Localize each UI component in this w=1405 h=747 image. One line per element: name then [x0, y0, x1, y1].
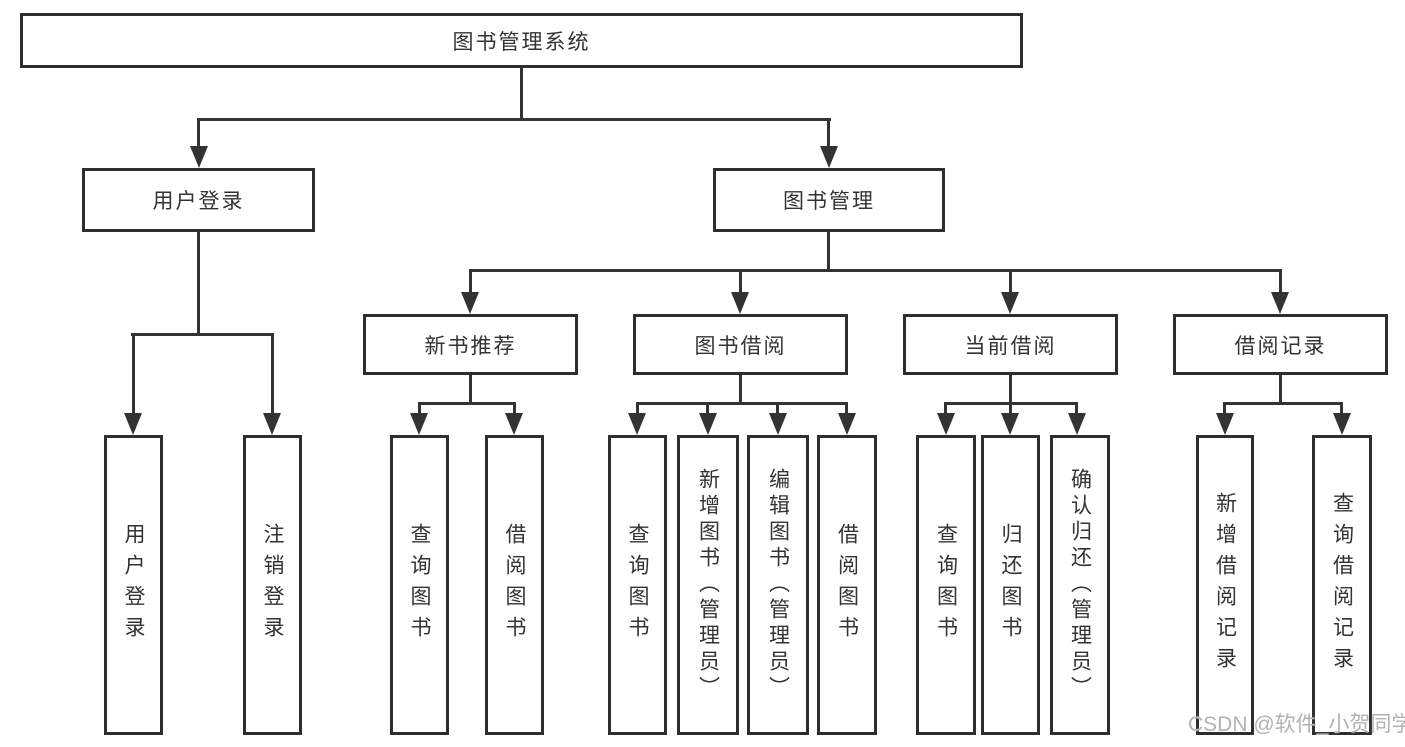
leaf-borrow-books-borrowing-label: 借阅图书 — [835, 523, 859, 647]
arrowhead-down — [505, 413, 523, 435]
node-book-management: 图书管理 — [713, 168, 945, 232]
connector-line — [131, 333, 274, 336]
leaf-add-books-admin-label: 新增图书（管理员） — [696, 468, 720, 702]
arrowhead-down — [1001, 413, 1019, 435]
node-library-system-label: 图书管理系统 — [452, 30, 591, 54]
arrowhead-down — [1068, 413, 1086, 435]
leaf-query-books-recommend: 查询图书 — [390, 435, 449, 735]
node-new-book-recommend: 新书推荐 — [363, 314, 578, 375]
arrowhead-down — [263, 413, 281, 435]
arrowhead-down — [1216, 413, 1234, 435]
node-user-login-label: 用户登录 — [152, 190, 245, 213]
leaf-return-books-label: 归还图书 — [999, 523, 1022, 647]
node-library-system: 图书管理系统 — [20, 13, 1023, 68]
connector-line — [739, 271, 742, 299]
connector-line — [1009, 271, 1012, 299]
arrowhead-down — [124, 413, 142, 435]
leaf-query-borrow-record: 查询借阅记录 — [1312, 435, 1372, 735]
connector-line — [827, 120, 830, 158]
leaf-add-books-admin: 新增图书（管理员） — [677, 435, 739, 735]
connector-line — [271, 335, 274, 420]
leaf-add-borrow-record-label: 新增借阅记录 — [1213, 492, 1237, 678]
connector-line — [1075, 404, 1078, 420]
connector-line — [1223, 404, 1226, 420]
node-current-borrowing: 当前借阅 — [903, 314, 1118, 375]
connector-line — [513, 404, 516, 420]
node-book-borrowing-label: 图书借阅 — [694, 334, 787, 358]
connector-line — [636, 402, 848, 405]
connector-line — [469, 375, 472, 404]
arrowhead-down — [628, 413, 646, 435]
connector-line — [706, 404, 709, 420]
connector-line — [469, 271, 472, 299]
connector-line — [197, 232, 200, 335]
connector-line — [636, 404, 639, 420]
node-book-borrowing: 图书借阅 — [633, 314, 848, 375]
node-book-management-label: 图书管理 — [783, 190, 875, 213]
connector-line — [469, 269, 1282, 272]
node-user-login: 用户登录 — [82, 168, 315, 232]
arrowhead-down — [190, 146, 208, 168]
connector-line — [944, 402, 1078, 405]
watermark: CSDN @软件_小贺同学 — [1188, 713, 1405, 736]
node-borrowing-records: 借阅记录 — [1173, 314, 1388, 375]
arrowhead-down — [769, 413, 787, 435]
connector-line — [418, 402, 516, 405]
leaf-user-login: 用户登录 — [104, 435, 163, 735]
connector-line — [827, 232, 830, 271]
arrowhead-down — [937, 413, 955, 435]
connector-line — [1279, 271, 1282, 299]
connector-line — [845, 404, 848, 420]
arrowhead-down — [1001, 292, 1019, 314]
leaf-borrow-books-recommend: 借阅图书 — [485, 435, 544, 735]
connector-line — [197, 118, 831, 121]
leaf-logout: 注销登录 — [243, 435, 302, 735]
connector-line — [520, 68, 523, 120]
connector-line — [944, 404, 947, 420]
leaf-edit-books-admin: 编辑图书（管理员） — [747, 435, 809, 735]
leaf-query-books-borrowing-label: 查询图书 — [626, 523, 649, 647]
connector-line — [1279, 375, 1282, 404]
connector-line — [739, 375, 742, 404]
leaf-borrow-books-recommend-label: 借阅图书 — [503, 523, 526, 647]
arrowhead-down — [699, 413, 717, 435]
leaf-edit-books-admin-label: 编辑图书（管理员） — [766, 468, 790, 702]
connector-line — [1340, 404, 1343, 420]
connector-line — [197, 120, 200, 158]
leaf-query-books-borrowing: 查询图书 — [608, 435, 667, 735]
arrowhead-down — [820, 146, 838, 168]
leaf-query-books-recommend-label: 查询图书 — [408, 523, 431, 647]
leaf-add-borrow-record: 新增借阅记录 — [1196, 435, 1254, 735]
connector-line — [418, 404, 421, 420]
leaf-confirm-return-admin: 确认归还（管理员） — [1050, 435, 1110, 735]
connector-line — [776, 404, 779, 420]
leaf-query-books-current-label: 查询图书 — [934, 523, 958, 647]
node-borrowing-records-label: 借阅记录 — [1234, 334, 1327, 358]
arrowhead-down — [410, 413, 428, 435]
leaf-logout-label: 注销登录 — [261, 523, 284, 647]
arrowhead-down — [838, 413, 856, 435]
leaf-borrow-books-borrowing: 借阅图书 — [817, 435, 877, 735]
leaf-return-books: 归还图书 — [981, 435, 1040, 735]
arrowhead-down — [731, 292, 749, 314]
node-current-borrowing-label: 当前借阅 — [964, 334, 1057, 358]
connector-line — [132, 335, 135, 420]
leaf-user-login-label: 用户登录 — [122, 523, 145, 647]
connector-line — [1223, 402, 1343, 405]
connector-line — [1009, 375, 1012, 404]
node-new-book-recommend-label: 新书推荐 — [424, 334, 517, 358]
arrowhead-down — [461, 292, 479, 314]
arrowhead-down — [1333, 413, 1351, 435]
connector-line — [1009, 404, 1012, 420]
arrowhead-down — [1271, 292, 1289, 314]
leaf-confirm-return-admin-label: 确认归还（管理员） — [1068, 468, 1092, 702]
leaf-query-books-current: 查询图书 — [916, 435, 976, 735]
leaf-query-borrow-record-label: 查询借阅记录 — [1330, 492, 1354, 678]
